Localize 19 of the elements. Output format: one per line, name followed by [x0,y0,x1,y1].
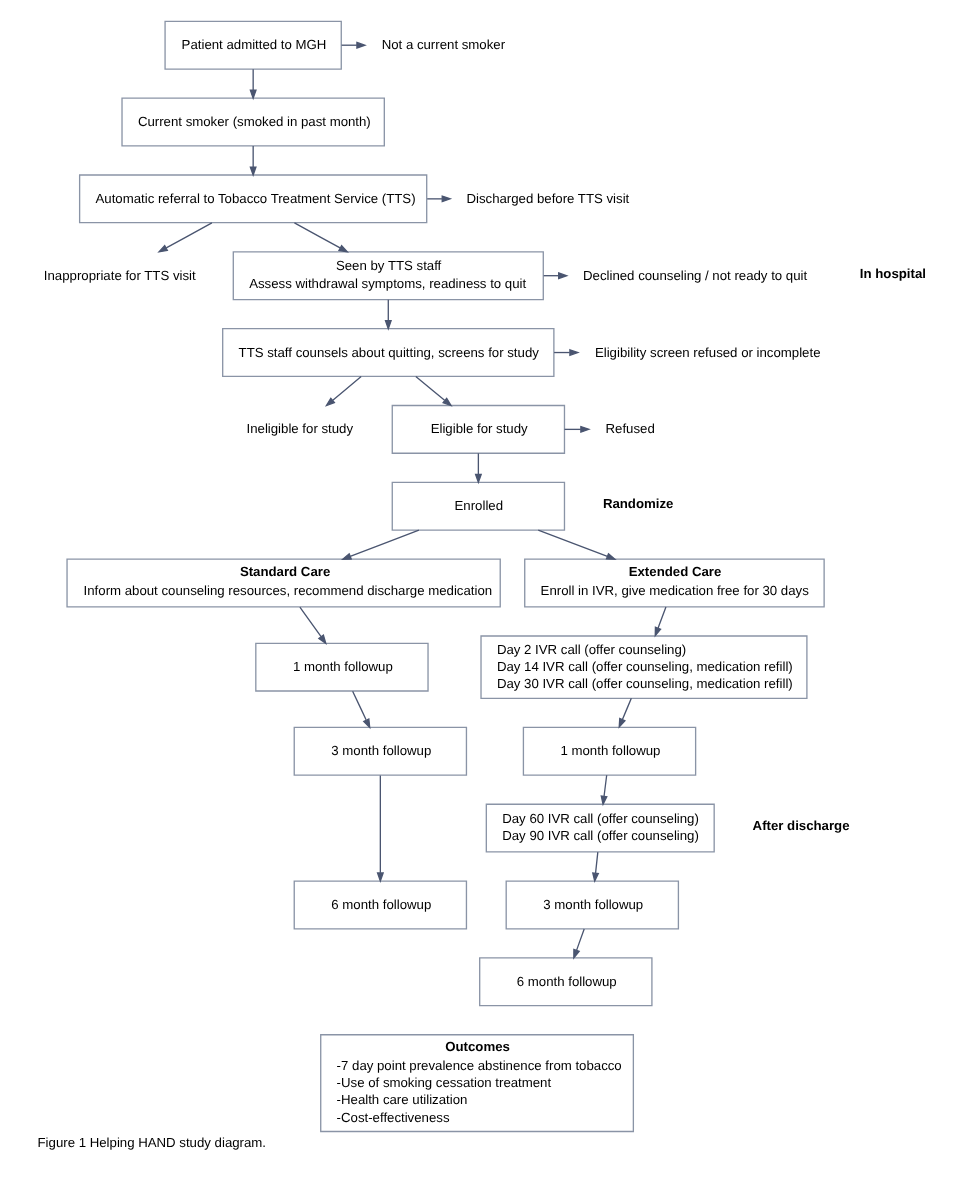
arrow [536,529,616,560]
arrow [414,375,452,407]
arrow [617,697,631,729]
arrow [339,529,419,560]
arrow [298,606,326,645]
arrow [248,68,256,101]
arrow [248,145,256,177]
arrow [572,928,584,960]
arrow [425,195,452,203]
arrow [375,774,384,883]
arrow [383,299,391,331]
arrow [323,375,361,407]
arrow [350,690,370,730]
arrow [590,851,599,884]
arrow [653,606,666,638]
arrow [599,774,607,807]
arrow [473,452,482,485]
arrow [292,222,348,253]
arrow [156,222,212,253]
